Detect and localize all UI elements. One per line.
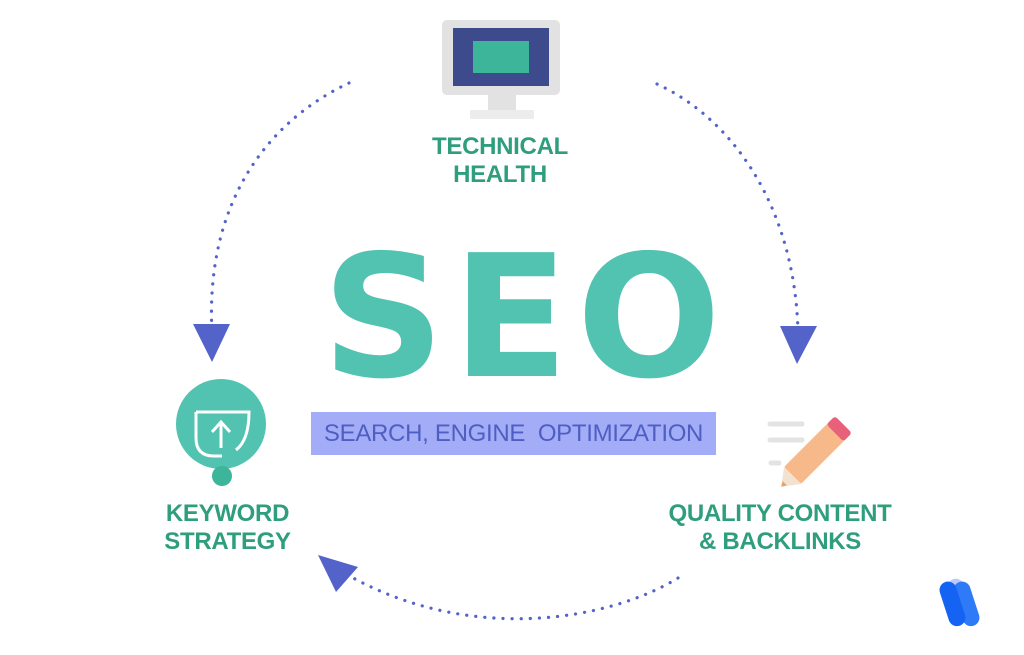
arrow-down-right-icon bbox=[780, 326, 817, 364]
technical-health-label: TECHNICAL HEALTH bbox=[400, 133, 600, 189]
arrow-up-left-icon bbox=[318, 555, 358, 592]
label-line: & BACKLINKS bbox=[698, 528, 862, 555]
label-line: QUALITY CONTENT bbox=[668, 500, 892, 527]
keyword-strategy-label: KEYWORD STRATEGY bbox=[140, 500, 315, 556]
upload-cup-icon bbox=[176, 379, 266, 486]
monitor-icon bbox=[442, 20, 560, 119]
label-line: TECHNICAL bbox=[432, 133, 568, 160]
label-line: HEALTH bbox=[453, 161, 547, 188]
label-line: KEYWORD bbox=[165, 500, 290, 527]
seo-title: SEO bbox=[322, 219, 730, 417]
seo-subtitle-banner: SEARCH, ENGINE OPTIMIZATION bbox=[311, 412, 716, 455]
brand-logo-icon bbox=[939, 578, 980, 627]
pencil-document-icon bbox=[767, 417, 851, 487]
arrow-down-left-icon bbox=[193, 324, 230, 362]
label-line: STRATEGY bbox=[164, 528, 291, 555]
quality-content-label: QUALITY CONTENT & BACKLINKS bbox=[650, 500, 910, 556]
